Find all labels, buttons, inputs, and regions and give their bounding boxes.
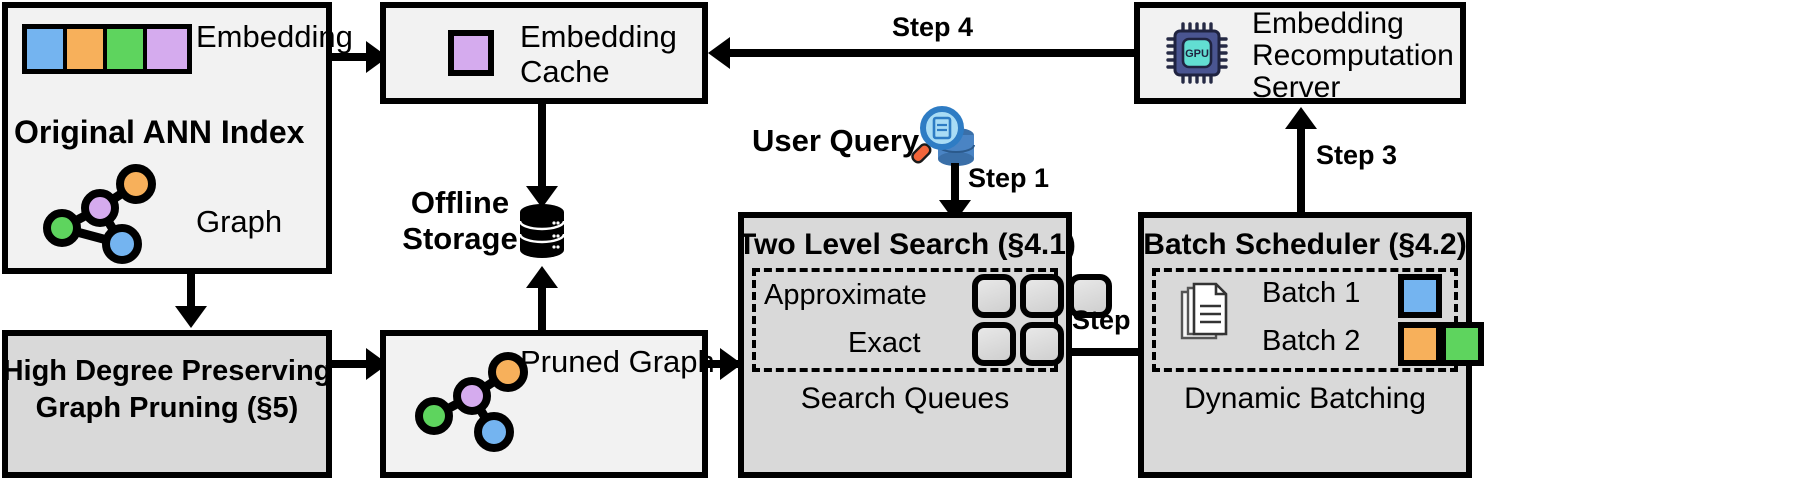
dynamic-batching-footer: Dynamic Batching xyxy=(1184,382,1426,415)
offline-storage-label-line2: Storage xyxy=(402,221,518,256)
two-level-search-block xyxy=(738,212,1072,478)
approximate-row-label: Approximate xyxy=(764,279,927,311)
embedding-cell-blue xyxy=(27,29,67,69)
exact-slot-row xyxy=(972,322,1064,366)
search-queues-footer: Search Queues xyxy=(800,382,1010,415)
embedding-cache-title-line2: Cache xyxy=(520,54,610,89)
batch-scheduler-title: Batch Scheduler (§4.2) xyxy=(1143,228,1467,261)
arrow-index-to-pruning-head xyxy=(175,306,207,328)
queue-slot xyxy=(1020,274,1064,318)
gpu-icon: GPU xyxy=(1166,22,1228,84)
embedding-cache-icon xyxy=(448,30,494,76)
magnifier-database-icon xyxy=(911,106,975,166)
arrow-pruned-to-storage-head xyxy=(526,266,558,288)
user-query-label: User Query xyxy=(752,123,920,158)
queue-slot xyxy=(972,274,1016,318)
arrow-index-to-pruning-shaft xyxy=(187,274,195,310)
arrow-step3-head xyxy=(1285,107,1317,129)
graph-pruning-block xyxy=(2,330,332,478)
batch-2-label: Batch 2 xyxy=(1262,325,1361,357)
arrow-cache-to-storage-shaft xyxy=(538,104,546,190)
embedding-cache-title-line1: Embedding xyxy=(520,19,677,54)
embedding-label: Embedding xyxy=(196,19,353,54)
queue-slot xyxy=(972,322,1016,366)
gpu-icon-text: GPU xyxy=(1185,48,1209,60)
arrow-pruned-to-storage-shaft xyxy=(538,288,546,330)
arrow-cache-to-storage-head xyxy=(526,186,558,208)
two-level-search-title: Two Level Search (§4.1) xyxy=(738,228,1076,261)
pruned-graph-block xyxy=(380,330,708,478)
exact-row-label: Exact xyxy=(848,327,921,359)
embedding-cell-green xyxy=(107,29,147,69)
graph-pruning-title-line2: Graph Pruning (§5) xyxy=(35,392,299,424)
graph-pruning-title-line1: High Degree Preserving xyxy=(2,355,332,387)
step4-label: Step 4 xyxy=(892,12,974,42)
embedding-cache-block xyxy=(380,2,708,104)
embedding-cell-purple xyxy=(147,29,187,69)
batch-1-label: Batch 1 xyxy=(1262,277,1361,309)
magnifier-part xyxy=(911,106,964,164)
recomputation-server-title-line1: Embedding xyxy=(1252,7,1404,40)
approximate-slot-row xyxy=(972,274,1112,318)
original-ann-index-title: Original ANN Index xyxy=(14,114,305,150)
arrow-step1-shaft xyxy=(951,163,959,205)
step1-label: Step 1 xyxy=(968,163,1050,193)
arrow-pruned-to-search-head xyxy=(720,348,742,380)
embedding-vector-strip xyxy=(22,24,192,74)
batch-2-swatch-orange xyxy=(1398,322,1442,366)
embedding-cell-orange xyxy=(67,29,107,69)
original-graph-icon xyxy=(43,164,156,264)
batch-1-swatch-blue xyxy=(1398,274,1442,318)
queue-slot xyxy=(1068,274,1112,318)
documents-icon xyxy=(1180,282,1228,340)
offline-storage-label-line1: Offline xyxy=(410,185,510,220)
pruned-graph-icon xyxy=(415,352,528,452)
queue-slot xyxy=(1020,322,1064,366)
recomputation-server-title-line2: Recomputation xyxy=(1252,39,1454,72)
search-queues-dashed-region xyxy=(752,268,1058,372)
arrow-step4-head xyxy=(708,37,730,69)
arrow-step2-shaft xyxy=(1072,348,1154,356)
batch-2-swatch-green xyxy=(1440,322,1484,366)
database-icon xyxy=(518,204,566,258)
arrow-step4-shaft xyxy=(730,49,1136,57)
step3-label: Step 3 xyxy=(1316,140,1398,170)
arrow-index-to-cache-shaft xyxy=(332,53,372,61)
graph-label: Graph xyxy=(196,204,283,239)
arrow-step3-shaft xyxy=(1297,128,1305,212)
dynamic-batching-dashed-region xyxy=(1152,268,1458,372)
arrow-pruning-to-pruned-shaft xyxy=(332,360,372,368)
recomputation-server-title-line3: Server xyxy=(1252,71,1341,104)
pruned-graph-label: Pruned Graph xyxy=(520,344,715,379)
